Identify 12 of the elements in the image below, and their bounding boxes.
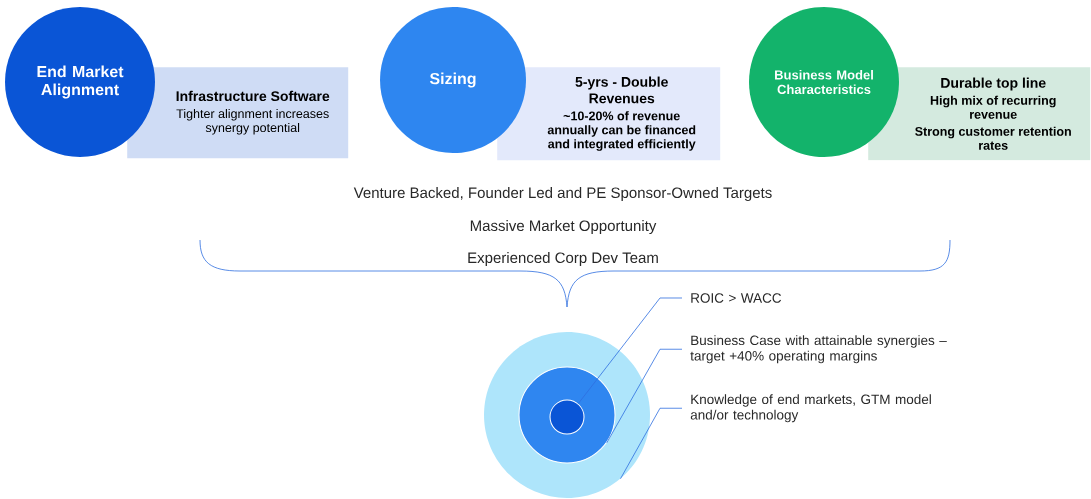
text-box: 5-yrs - Double Revenues ~10-20% of revenue annually can be financed and integrated efficiently <box>497 67 721 161</box>
criterion-text: Knowledge of end markets, GTM model and/or technology <box>690 394 931 423</box>
criteria-line: Massive Market Opportunity <box>470 220 657 234</box>
leader-line <box>606 348 683 444</box>
criteria-line: Venture Backed, Founder Led and PE Sponsor-Owned Targets <box>353 187 772 201</box>
text-box: Infrastructure Software Tighter alignment increases synergy potential <box>127 67 349 159</box>
leader-line <box>577 297 683 404</box>
target-ring <box>549 399 585 435</box>
criterion-text: Business Case with attainable synergies – target +40% operating margins <box>690 335 947 364</box>
leader-line <box>620 407 683 480</box>
criterion-text: ROIC > WACC <box>691 293 782 303</box>
criteria-line: Experienced Corp Dev Team <box>468 252 658 266</box>
